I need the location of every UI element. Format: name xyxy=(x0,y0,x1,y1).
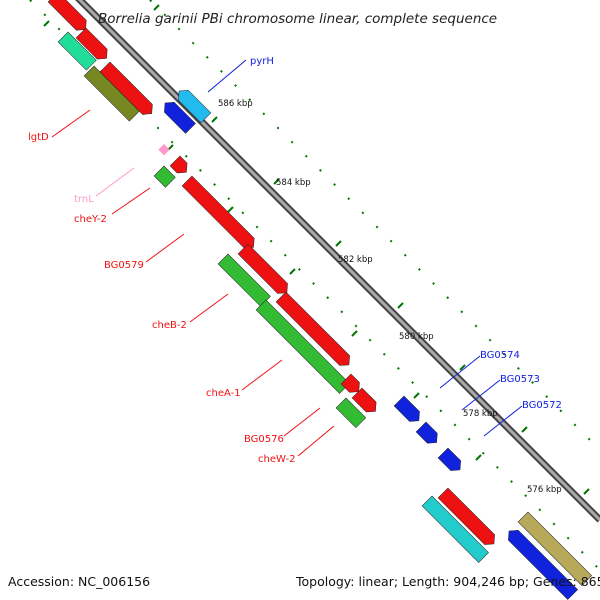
gene-BG0579[interactable] xyxy=(181,175,258,252)
gene-BG0573[interactable] xyxy=(415,421,441,447)
gene-BG0574[interactable] xyxy=(393,395,424,426)
gene-khaki-bottom[interactable] xyxy=(517,511,592,586)
callout-line-pyrH xyxy=(207,59,247,93)
gene-red-top[interactable] xyxy=(47,0,90,34)
backbone xyxy=(75,0,600,523)
gene-red-mid[interactable] xyxy=(237,243,292,298)
tick-mark xyxy=(335,240,342,247)
tick-label: 582 kbp xyxy=(338,255,373,265)
callout-line-BG0573 xyxy=(461,379,501,411)
label-trnL[interactable]: trnL xyxy=(74,194,94,205)
accession-text: Accession: NC_006156 xyxy=(8,574,150,589)
tick-mark xyxy=(413,392,420,399)
topology-summary: Topology: linear; Length: 904,246 bp; Ge… xyxy=(295,574,600,589)
tick-mark xyxy=(289,268,296,275)
label-cheW-2[interactable]: cheW-2 xyxy=(258,454,295,465)
label-BG0579[interactable]: BG0579 xyxy=(104,260,144,271)
label-BG0576[interactable]: BG0576 xyxy=(244,434,284,445)
callout-line-cheY-2 xyxy=(111,187,151,215)
callout-line-cheB-2 xyxy=(189,293,229,323)
gene-blue-bottom[interactable] xyxy=(504,526,578,600)
callout-line-BG0576 xyxy=(283,407,321,437)
callout-line-BG0572 xyxy=(483,405,523,437)
label-cheB-2[interactable]: cheB-2 xyxy=(152,320,187,331)
callout-line-lgtD xyxy=(51,109,91,138)
gene-cheW-2[interactable] xyxy=(335,397,367,429)
gene-teal[interactable] xyxy=(57,31,97,71)
tick-mark xyxy=(459,364,466,371)
tick-mark xyxy=(351,330,358,337)
callout-lines xyxy=(51,59,523,457)
callout-line-BG0574 xyxy=(439,355,481,389)
tick-marks xyxy=(43,4,590,495)
tick-label: 576 kbp xyxy=(527,485,562,495)
label-BG0572[interactable]: BG0572 xyxy=(522,400,562,411)
gene-pyrH[interactable] xyxy=(174,86,212,124)
label-cheY-2[interactable]: cheY-2 xyxy=(74,214,107,225)
gene-red-upper[interactable] xyxy=(75,27,111,63)
tick-mark xyxy=(583,488,590,495)
label-lgtD[interactable]: lgtD xyxy=(28,132,49,143)
tick-mark xyxy=(43,20,50,27)
gene-labels: pyrH lgtD trnL cheY-2 BG0579 cheB-2 cheA… xyxy=(28,56,562,465)
gene-red-after-BG0576[interactable] xyxy=(351,387,380,416)
tick-mark xyxy=(475,454,482,461)
tick-labels: 586 kbp 584 kbp 582 kbp 580 kbp 578 kbp … xyxy=(218,99,562,495)
callout-line-cheA-1 xyxy=(241,359,283,391)
tick-mark xyxy=(397,302,404,309)
callout-line-trnL xyxy=(95,167,135,197)
gene-BG0576[interactable] xyxy=(340,373,364,397)
gene-blue-pyrH-left[interactable] xyxy=(160,98,196,134)
tick-label: 586 kbp xyxy=(218,99,253,109)
tick-mark xyxy=(153,4,160,11)
tick-label: 578 kbp xyxy=(463,409,498,419)
tick-mark xyxy=(273,178,280,185)
gene-BG0572[interactable] xyxy=(437,447,465,475)
tick-mark xyxy=(227,206,234,213)
gene-cyan-bottom[interactable] xyxy=(421,495,489,563)
label-pyrH[interactable]: pyrH xyxy=(250,56,274,67)
map-title: Borrelia garinii PBi chromosome linear, … xyxy=(98,11,497,27)
gene-red-bottom[interactable] xyxy=(437,487,499,549)
callout-line-cheW-2 xyxy=(297,425,335,457)
tick-label: 580 kbp xyxy=(399,332,434,342)
gene-cheY-2[interactable] xyxy=(153,165,176,188)
callout-line-BG0579 xyxy=(145,233,185,263)
gene-red-long[interactable] xyxy=(275,291,354,370)
gene-features xyxy=(47,0,592,600)
label-BG0574[interactable]: BG0574 xyxy=(480,350,520,361)
label-BG0573[interactable]: BG0573 xyxy=(500,374,540,385)
gene-trnL[interactable] xyxy=(158,144,170,156)
gene-red-small[interactable] xyxy=(169,155,191,177)
tick-mark xyxy=(521,426,528,433)
gene-cheA-1[interactable] xyxy=(255,299,350,394)
backbone-highlight xyxy=(77,0,600,522)
label-cheA-1[interactable]: cheA-1 xyxy=(206,388,241,399)
gene-red-upper-2[interactable] xyxy=(99,61,157,119)
tick-label: 584 kbp xyxy=(276,178,311,188)
gene-lgtD[interactable] xyxy=(83,65,140,122)
tick-mark xyxy=(211,116,218,123)
